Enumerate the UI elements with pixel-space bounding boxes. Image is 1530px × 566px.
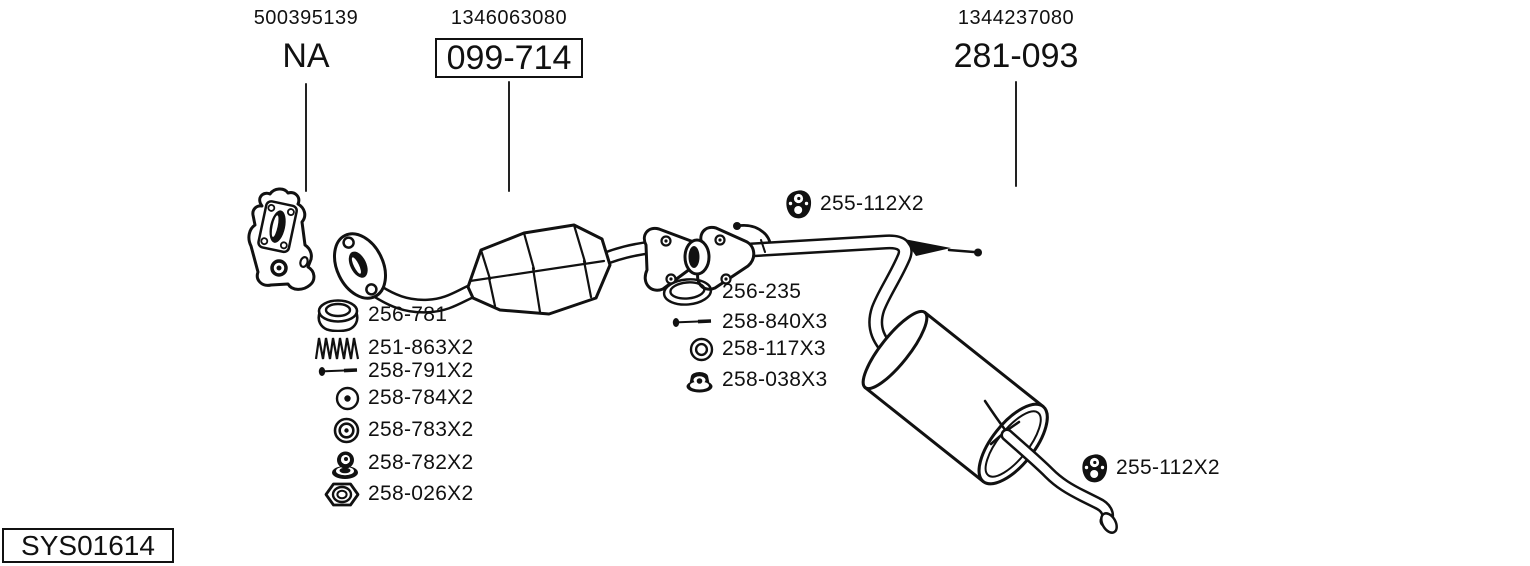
bolt-icon (318, 367, 358, 376)
washer-dot-icon (335, 386, 360, 410)
part-number: 258-791X2 (368, 359, 474, 382)
tailpipe (1000, 428, 1118, 534)
manifold-bracket (247, 187, 316, 291)
mount-stack-icon (332, 451, 358, 479)
middle-pipe (725, 234, 913, 368)
part-number: 251-863X2 (368, 336, 474, 359)
part-number: 258-840X3 (722, 310, 828, 333)
bolt-icon (672, 318, 712, 327)
part-number: 256-781 (368, 303, 448, 326)
rubber-hanger-icon (1082, 454, 1108, 483)
spring-icon (314, 337, 360, 359)
part-row: 258-791X2 (304, 355, 473, 387)
part-number: 258-782X2 (368, 451, 474, 474)
part-row: 251-863X2 (304, 332, 473, 364)
front-flange (333, 232, 387, 300)
part-row: 256-235 (656, 276, 801, 308)
oe-reference: 500395139 (253, 7, 359, 29)
part-number: 258-784X2 (368, 386, 474, 409)
part-row: 258-783X2 (304, 414, 473, 446)
section-catalyst: 1346063080 099-714 (399, 7, 619, 78)
ring-gasket-icon (317, 298, 359, 332)
part-number: 258-026X2 (368, 482, 474, 505)
part-row: 258-038X3 (656, 364, 827, 396)
part-number: 255-112X2 (1116, 456, 1220, 479)
oe-reference: 1346063080 (450, 7, 568, 29)
part-row: 258-784X2 (304, 382, 473, 414)
part-code: 281-093 (953, 37, 1079, 75)
part-number: 258-038X3 (722, 368, 828, 391)
part-number: 255-112X2 (820, 192, 924, 215)
section-muffler: 1344237080 281-093 (906, 7, 1126, 74)
diagram-code-badge: SYS01614 (2, 528, 174, 563)
part-code: NA (282, 37, 330, 75)
part-row: 258-840X3 (656, 306, 827, 338)
hanger-callout: 255-112X2 (782, 188, 924, 220)
part-number: 256-235 (722, 280, 802, 303)
section-front-bracket: 500395139 NA (196, 7, 416, 74)
grommet-icon (333, 417, 360, 443)
washer-icon (689, 337, 714, 361)
part-number: 258-783X2 (368, 418, 474, 441)
flange-nut-icon (686, 371, 713, 392)
part-row: 258-117X3 (656, 333, 826, 365)
front-pipe (360, 277, 482, 314)
part-row: 258-026X2 (304, 478, 473, 510)
part-row: 258-782X2 (304, 447, 473, 479)
hanger-callout: 255-112X2 (1078, 452, 1220, 484)
oe-reference: 1344237080 (957, 7, 1075, 29)
part-code: 099-714 (399, 38, 619, 78)
rubber-hanger-icon (786, 190, 812, 219)
catalytic-converter (466, 223, 612, 316)
bend-hanger-bracket (904, 239, 982, 257)
hex-nut-icon (324, 482, 360, 506)
part-row: 256-781 (304, 298, 448, 332)
sealing-ring-icon (662, 278, 713, 306)
part-code-box: 099-714 (434, 38, 584, 78)
part-number: 258-117X3 (722, 337, 826, 360)
